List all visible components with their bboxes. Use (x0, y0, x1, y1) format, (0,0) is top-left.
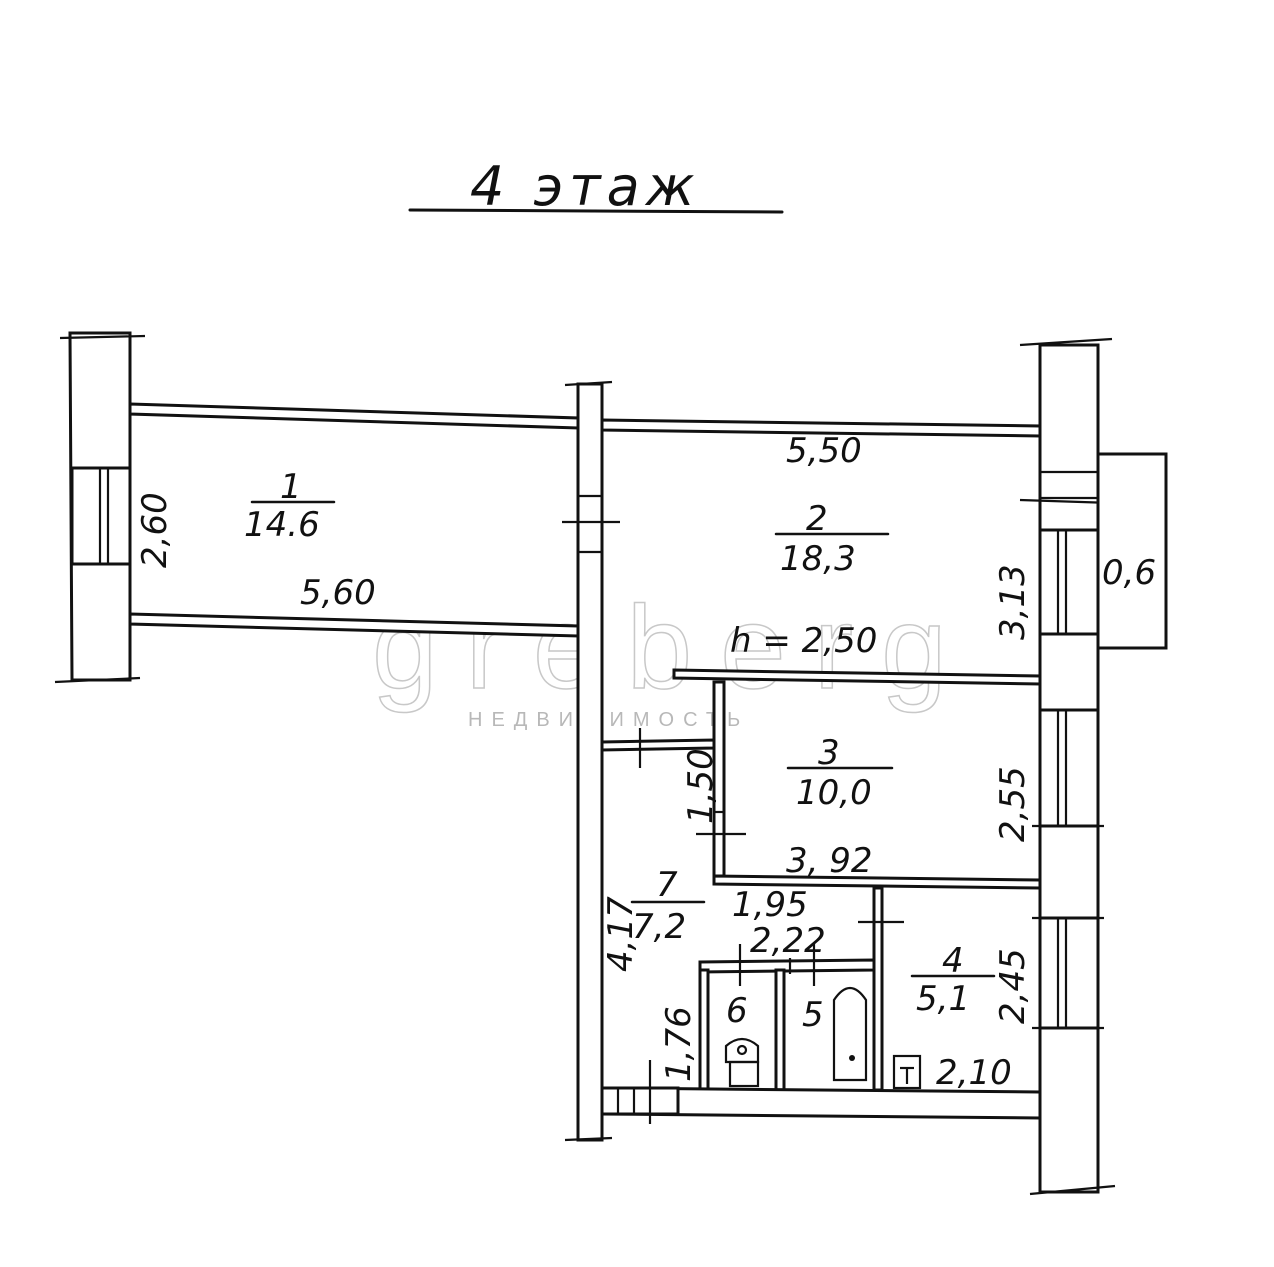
entry-dim: 1,76 (659, 1006, 699, 1082)
hall-short-wall (600, 738, 716, 752)
stove-icon (892, 1054, 922, 1090)
room3-length-dim: 3, 92 (786, 841, 873, 881)
room3-number: 3 (818, 733, 840, 773)
bathtub-icon (832, 986, 868, 1082)
room3-area: 10,0 (796, 773, 872, 813)
wc-bath-wall (774, 968, 786, 1092)
room4-number: 4 (942, 941, 964, 981)
room5-number: 5 (802, 995, 824, 1035)
left-outer-wall (54, 331, 146, 684)
room2-number: 2 (806, 499, 828, 539)
room4-length-dim: 2,10 (936, 1053, 1012, 1093)
toilet-icon (724, 1037, 760, 1088)
room2-area: 18,3 (780, 539, 856, 579)
watermark-tagline: НЕДВИЖИМОСТЬ (468, 709, 749, 731)
bath-block-dim: 2,22 (750, 921, 826, 961)
room2-room3-wall (672, 668, 1042, 686)
room2-top-wall (600, 418, 1042, 438)
room3-bottom-wall (712, 874, 1042, 890)
room4-width-dim: 2,45 (993, 948, 1033, 1024)
wc-left-wall (698, 968, 710, 1092)
room1-length-dim: 5,60 (300, 573, 376, 613)
central-wall (562, 380, 620, 1142)
room4-left-wall (872, 886, 884, 1092)
balcony-area: 0,6 (1102, 553, 1156, 593)
room1-area: 14.6 (244, 505, 320, 545)
room6-number: 6 (726, 991, 748, 1031)
balcony (1096, 452, 1168, 650)
floor-title: 4 этаж (470, 155, 700, 218)
entry-door (600, 1086, 680, 1116)
room4-area: 5,1 (916, 979, 970, 1019)
hall-opening-dim: 1,50 (681, 748, 721, 824)
window-room2 (1038, 528, 1100, 636)
room2-length-dim: 5,50 (786, 431, 862, 471)
room7-area: 7,2 (632, 907, 686, 947)
room2-width-dim: 3,13 (993, 564, 1033, 640)
room7-number: 7 (656, 865, 678, 905)
watermark-brand: greberg (372, 582, 975, 714)
title-underline (408, 208, 784, 214)
window-room4 (1038, 916, 1100, 1030)
window-room3 (1038, 708, 1100, 828)
room3-width-dim: 2,55 (993, 766, 1033, 842)
ceiling-height: h = 2,50 (730, 621, 877, 661)
room1-bottom-wall (128, 612, 580, 638)
hall-length-dim: 4,17 (601, 896, 641, 972)
hall-width-dim: 1,95 (732, 885, 808, 925)
bath-block-top-wall (698, 958, 876, 974)
room1-top-wall (128, 402, 580, 430)
room1-height-dim: 2,60 (135, 492, 175, 568)
watermark: greberg НЕДВИЖИМОСТЬ (371, 581, 975, 731)
right-outer-wall (1019, 337, 1116, 1196)
room1-number: 1 (280, 467, 302, 507)
